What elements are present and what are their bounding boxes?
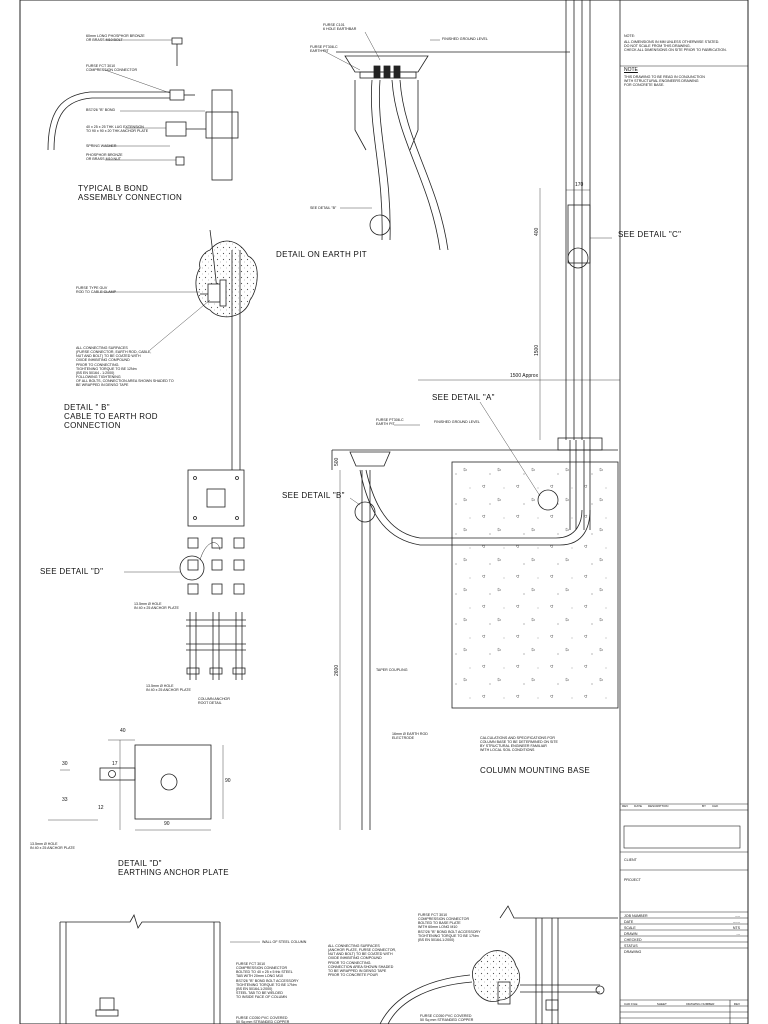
- rev-col: DATE: [634, 804, 642, 808]
- dim-label: 90: [225, 778, 231, 784]
- b-bond-assembly: [47, 37, 239, 181]
- rev-col: BY: [701, 804, 706, 808]
- field-row: STATUS: [624, 943, 740, 949]
- anchor-hole-label: 13.5mm Ø HOLE IN 40 x 25 ANCHOR PLATE: [134, 602, 179, 611]
- see-detail-c: SEE DETAIL "C": [618, 230, 682, 239]
- title-block: [620, 65, 748, 1024]
- field-value: NTS: [732, 926, 740, 930]
- field-label: JOB NUMBER: [624, 914, 648, 918]
- detail-b-rod: [100, 229, 258, 470]
- ground-level-label: FINISHED GROUND LEVEL: [434, 420, 480, 424]
- earth-rod-label: 16mm Ø EARTH ROD ELECTRODE: [392, 732, 428, 741]
- earth-pit-label: FURSE C101 6 HOLE EARTHBAR: [323, 23, 357, 32]
- see-detail-a: SEE DETAIL "A": [432, 393, 495, 402]
- rev-col: CHK: [711, 804, 719, 808]
- bottom-label: ALL CONNECTING SURFACES (ANCHOR PLATE, F…: [328, 944, 397, 977]
- rev-label: REV: [733, 1002, 740, 1006]
- b-bond-label: PHOSPHOR BRONZE OR BRASS M10 NUT: [86, 153, 123, 162]
- field-label: SCALE: [624, 926, 636, 930]
- column-base-title: COLUMN MOUNTING BASE: [480, 766, 591, 775]
- anchor-hole-label: 13.5mm Ø HOLE IN 40 x 25 ANCHOR PLATE: [146, 684, 191, 693]
- earth-pit-label: FURSE PT308-C EARTH PIT: [310, 45, 338, 54]
- field-label: DRAWING: [624, 950, 642, 954]
- earth-pit-title: DETAIL ON EARTH PIT: [276, 250, 367, 259]
- drawing-number-label: DRAWING NUMBER: [686, 1002, 715, 1006]
- earth-pit-detail: [321, 31, 570, 251]
- rev-col: REV: [622, 804, 629, 808]
- detail-d-plate: [48, 739, 224, 831]
- see-detail-b: SEE DETAIL "B": [282, 491, 345, 500]
- dim-label: 90: [164, 821, 170, 827]
- bottom-label: FURSE CC050 PVC COVERED 50 Sq mm STRANDE…: [420, 1014, 474, 1023]
- rod-clamp-label: FURSE TYPE GUV ROD TO CABLE CLAMP: [76, 286, 117, 295]
- dim-label: 33: [62, 797, 68, 803]
- column-mounting-base: [331, 0, 620, 830]
- field-row: DATE ------: [624, 919, 740, 925]
- field-label: DATE: [624, 920, 634, 924]
- anchor-root-label: COLUMN ANCHOR ROOT DETAIL: [198, 697, 230, 706]
- bottom-details: [59, 905, 618, 1024]
- cad-file-label: CAD FILE: [624, 1002, 638, 1006]
- bottom-fields: CAD FILE SHEET DRAWING NUMBER REV: [624, 1001, 740, 1007]
- earth-pit-label: FURSE PT308-C EARTH PIT: [376, 418, 404, 427]
- bottom-label: FURSE FCT 3010 COMPRESSION CONNECTOR BOL…: [418, 913, 481, 942]
- notes-text: ALL DIMENSIONS IN MM UNLESS OTHERWISE ST…: [624, 40, 727, 53]
- field-value: ------: [732, 920, 740, 924]
- b-bond-title: TYPICAL B BOND ASSEMBLY CONNECTION: [78, 184, 183, 203]
- dim-label: 170: [575, 182, 584, 188]
- b-bond-label: FURSE FCT 3010 COMPRESSION CONNECTOR: [86, 64, 138, 73]
- field-row: DRAWN ---: [624, 931, 740, 937]
- client-label: CLIENT: [624, 858, 637, 862]
- sheet-border: [19, 0, 749, 1024]
- base-calc-note: CALCULATIONS AND SPECIFICATIONS FOR COLU…: [480, 736, 558, 753]
- field-row: DRAWING: [624, 949, 740, 955]
- rod-note: ALL CONNECTING SURFACES (FURSE CONNECTOR…: [76, 346, 174, 388]
- rev-col: DESCRIPTION: [647, 804, 669, 808]
- b-bond-label: SPRING WASHER: [86, 144, 117, 148]
- sheet-label: SHEET: [656, 1002, 667, 1006]
- dim-label: 17: [112, 761, 118, 767]
- dim-label: 30: [62, 761, 68, 767]
- dim-label: 500: [334, 457, 340, 466]
- dim-label: 1500: [534, 344, 540, 356]
- b-bond-label: BS7/26 "B" BOND: [86, 108, 116, 112]
- field-row: JOB NUMBER ----: [624, 913, 740, 919]
- field-row: SCALE NTS: [624, 925, 740, 931]
- notes-heading: NOTE:: [624, 34, 635, 38]
- bottom-label: FURSE FCT 3010 COMPRESSION CONNECTOR BOL…: [236, 962, 299, 999]
- bottom-label: WALL OF STEEL COLUMN: [262, 940, 307, 944]
- dim-label: 2600: [334, 664, 340, 676]
- field-label: CHECKED: [624, 938, 642, 942]
- field-value: ----: [735, 914, 740, 918]
- see-detail-d: SEE DETAIL "D": [40, 567, 104, 576]
- field-row: CHECKED: [624, 937, 740, 943]
- field-label: DRAWN: [624, 932, 638, 936]
- detail-d-title: DETAIL "D" EARTHING ANCHOR PLATE: [118, 859, 229, 878]
- b-bond-label: 40 x 25 x 25 THK LUG EXTENSION TO 90 x 9…: [86, 125, 149, 134]
- taper-coupling-label: TAPER COUPLING: [376, 668, 408, 672]
- dim-label: 12: [98, 805, 104, 811]
- field-value: ---: [736, 932, 740, 936]
- dim-label: 1500 Approx: [510, 373, 539, 379]
- note-text: THIS DRAWING TO BE READ IN CONJUNCTION W…: [624, 75, 705, 88]
- project-label: PROJECT: [624, 878, 641, 882]
- dim-label: 400: [534, 227, 540, 236]
- b-bond-label: 60mm LONG PHOSPHOR BRONZE OR BRASS M10 B…: [86, 34, 145, 43]
- note-heading: NOTE: [624, 67, 638, 73]
- revision-table-header: REV DATE DESCRIPTION BY CHK: [622, 804, 746, 810]
- bottom-label: FURSE CC050 PVC COVERED 50 Sq mm STRANDE…: [236, 1016, 290, 1024]
- detail-b-title: DETAIL " B" CABLE TO EARTH ROD CONNECTIO…: [64, 403, 158, 431]
- earth-pit-label: FINISHED GROUND LEVEL: [442, 37, 488, 41]
- detail-d-hole-label: 13.5mm Ø HOLE IN 40 x 25 ANCHOR PLATE: [30, 842, 75, 851]
- title-fields: JOB NUMBER ---- DATE ------ SCALE NTS DRAWN…: [624, 913, 740, 955]
- earth-pit-label: SEE DETAIL "B": [310, 206, 337, 210]
- field-label: STATUS: [624, 944, 638, 948]
- anchor-plate-plan: [124, 469, 246, 680]
- dim-label: 40: [120, 728, 126, 734]
